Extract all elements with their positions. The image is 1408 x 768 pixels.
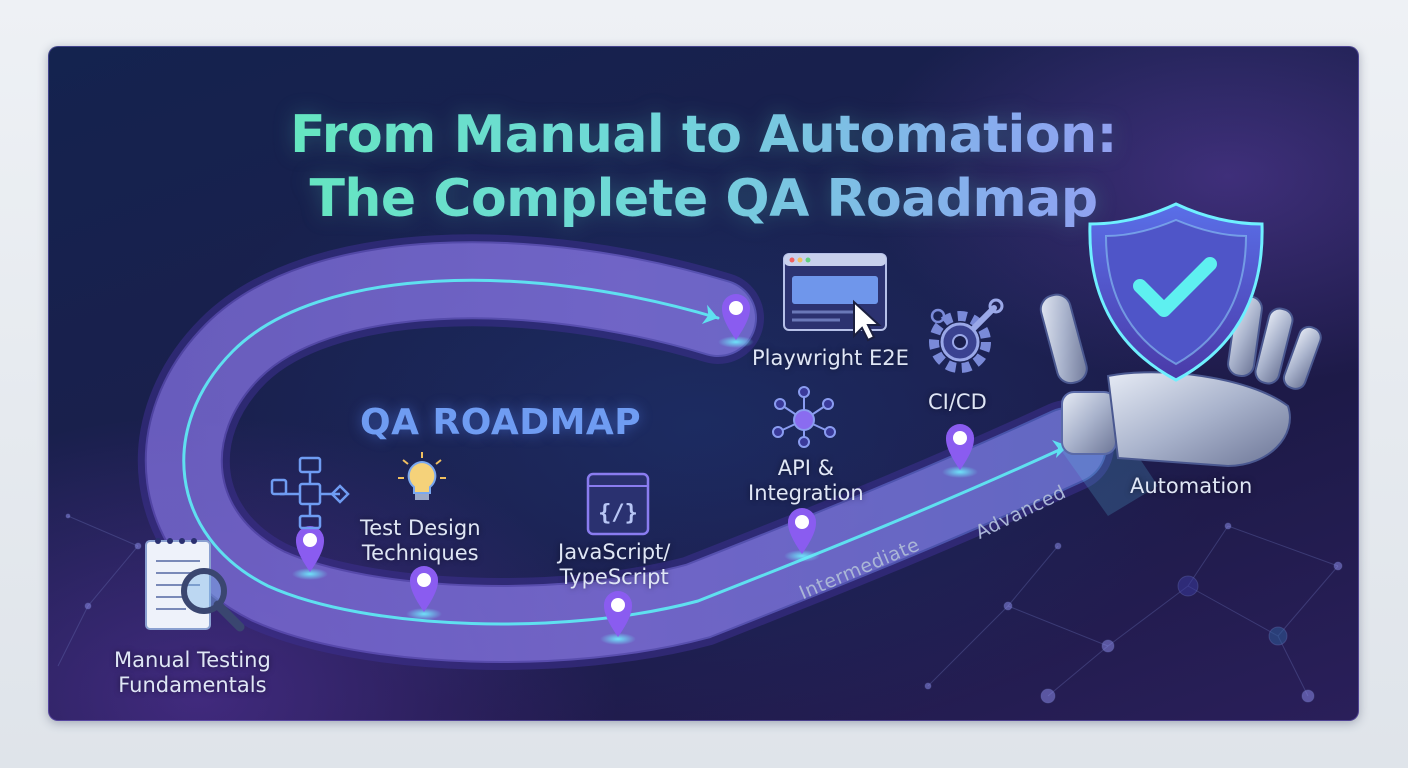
roadmap-road: [137, 234, 1114, 670]
stage-label-api: API & Integration: [748, 456, 864, 506]
stage-label-playwright: Playwright E2E: [752, 346, 909, 370]
stage-label-api-line2: Integration: [748, 481, 864, 505]
stage-label-js-line2: TypeScript: [559, 565, 669, 589]
pin-api: [784, 508, 820, 562]
stage-label-js-line1: JavaScript/: [558, 540, 671, 564]
pin-design: [406, 566, 442, 620]
title-line-2: The Complete QA Roadmap: [48, 168, 1359, 230]
flowchart-icon: [270, 456, 350, 530]
notepad-magnifier-icon: [145, 538, 245, 632]
stage-label-automation: Automation: [1130, 474, 1253, 498]
stage-label-design: Test Design Techniques: [360, 516, 481, 566]
network-nodes-icon: [772, 386, 836, 448]
stage-label-design-line1: Test Design: [360, 516, 481, 540]
svg-text:{/}: {/}: [598, 501, 638, 526]
roadmap-pins: [292, 294, 978, 645]
title-line-1: From Manual to Automation:: [48, 104, 1359, 166]
network-background: [57, 513, 1343, 704]
pin-cicd: [942, 424, 978, 478]
lightbulb-icon: [398, 452, 446, 500]
center-label: QA ROADMAP: [360, 402, 642, 443]
code-window-icon: {/}: [586, 472, 650, 536]
pin-js: [600, 591, 636, 645]
roadmap-scene: {/}: [57, 202, 1343, 704]
pin-manual: [292, 526, 328, 580]
stage-label-cicd: CI/CD: [928, 390, 987, 414]
stage-label-manual-line2: Fundamentals: [118, 673, 267, 697]
stage-label-js: JavaScript/ TypeScript: [558, 540, 670, 590]
pin-playwright: [718, 294, 754, 348]
stage-label-api-line1: API &: [777, 456, 834, 480]
browser-cursor-icon: [783, 253, 887, 342]
robot-hand-shield-icon: [1039, 202, 1322, 516]
stage-label-design-line2: Techniques: [361, 541, 479, 565]
stage-label-manual: Manual Testing Fundamentals: [114, 648, 271, 698]
gear-wrench-icon: [929, 298, 1004, 373]
roadmap-card: From Manual to Automation: The Complete …: [48, 46, 1359, 721]
stage-label-manual-line1: Manual Testing: [114, 648, 271, 672]
